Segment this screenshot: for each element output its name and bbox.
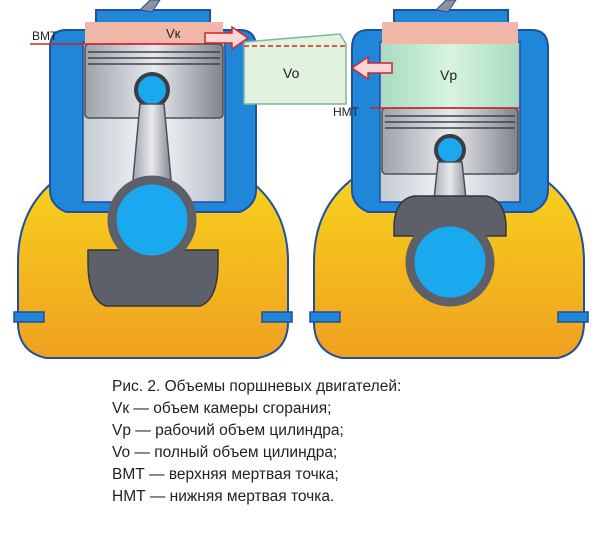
caption-line-nmt: НМТ — нижняя мертвая точка. [112,488,335,505]
piston-pin-left [134,72,170,108]
engine-left-tdc [13,0,293,359]
arrow-icon [350,55,393,81]
caption-line-vo: Vo — полный объем цилиндра; [112,444,338,461]
engine-right-bdc [309,0,589,359]
piston-pin-right [434,134,466,166]
caption-title: Рис. 2. Объемы поршневых двигателей: [112,378,402,395]
total-volume-box [243,33,347,105]
bmt-label: ВМТ [32,29,58,43]
valve-right [434,0,457,13]
crank-bearing-right [405,217,495,307]
figure-caption: Рис. 2. Объемы поршневых двигателей: Vк … [112,376,592,508]
vk-label: Vк [166,26,181,41]
caption-line-vp: Vр — рабочий объем цилиндра; [112,422,344,439]
valve-left [138,0,161,13]
working-volume-right [382,44,518,108]
caption-line-bmt: ВМТ — верхняя мертвая точка; [112,466,339,483]
caption-line-vk: Vк — объем камеры сгорания; [112,400,332,417]
crank-web-left [87,249,219,307]
crank-bearing-left [107,175,197,265]
crank-web-right [393,195,507,237]
vo-label: Vo [283,65,300,81]
arrow-icon [204,25,250,51]
vp-label: Vp [440,67,457,83]
engine-cross-section-diagram: ВМТ Vк Vo Vp НМТ [13,0,589,359]
nmt-label: НМТ [333,105,360,119]
combustion-chamber-right [382,22,518,44]
combustion-chamber-left [85,22,223,44]
